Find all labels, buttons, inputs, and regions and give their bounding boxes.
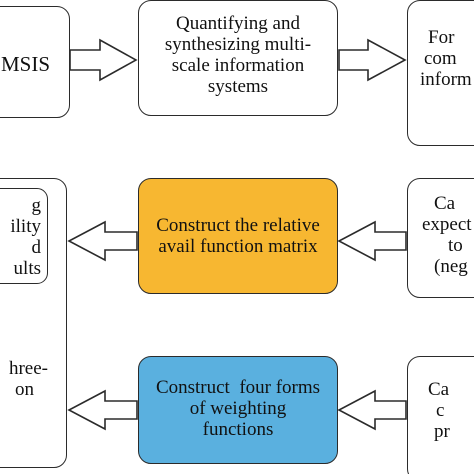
quantify-line-2: synthesizing multi- [164, 34, 312, 55]
left-upper-line-1: g [31, 195, 42, 216]
left-arrow-expectation-to-relative [337, 220, 407, 262]
right-arrow-msis-to-quantify [69, 38, 138, 82]
weighting-line-2: of weighting [189, 398, 287, 419]
left-arrow-right-lower-to-weighting [337, 389, 407, 431]
weighting-line-3: functions [202, 419, 274, 440]
right-lower-text: Ca c pr [428, 379, 450, 442]
expect-line-2: expect [422, 214, 472, 235]
form-line-2: com [424, 48, 457, 69]
right-lower-box: Ca c pr [407, 356, 474, 474]
weighting-functions-box: Construct four forms of weighting functi… [138, 356, 338, 464]
left-arrow-weighting-to-left [67, 389, 138, 431]
expectation-text: Ca expect to (neg [422, 193, 472, 277]
quantify-text: Quantifying and synthesizing multi- scal… [139, 13, 337, 97]
left-lower-text: hree- on [9, 358, 48, 400]
form-box: For com inform [407, 0, 474, 146]
left-lower-line-2: on [15, 379, 34, 400]
right-arrow-quantify-to-form [338, 38, 407, 82]
right-lower-line-2: c [436, 400, 445, 421]
relative-line-1: Construct the relative [156, 215, 320, 236]
msis-box: MSIS [0, 6, 70, 118]
right-lower-line-3: pr [434, 421, 450, 442]
msis-label: MSIS [1, 52, 51, 76]
left-arrow-relative-to-left [67, 220, 138, 262]
left-upper-text: g ility d ults [10, 195, 41, 279]
quantify-line-1: Quantifying and [175, 13, 300, 34]
expect-line-1: Ca [434, 193, 456, 214]
relative-line-2: avail function matrix [158, 236, 318, 257]
quantify-box: Quantifying and synthesizing multi- scal… [138, 0, 338, 116]
relative-avail-box: Construct the relative avail function ma… [138, 178, 338, 294]
expectation-box: Ca expect to (neg [407, 178, 474, 298]
weighting-text: Construct four forms of weighting functi… [139, 377, 337, 440]
form-line-1: For [428, 27, 455, 48]
left-upper-line-3: d [31, 237, 42, 258]
quantify-line-3: scale information [171, 55, 305, 76]
form-text: For com inform [420, 27, 472, 90]
left-lower-line-1: hree- [8, 358, 48, 379]
left-upper-line-2: ility [10, 216, 41, 237]
left-upper-line-4: ults [13, 258, 41, 279]
expect-line-4: (neg [434, 256, 468, 277]
left-upper-box: g ility d ults [0, 188, 48, 284]
relative-avail-text: Construct the relative avail function ma… [139, 215, 337, 257]
left-lower-text-region: hree- on [0, 350, 50, 420]
weighting-line-1: Construct four forms [155, 377, 321, 398]
form-line-3: inform [420, 69, 472, 90]
right-lower-line-1: Ca [428, 379, 450, 400]
quantify-line-4: systems [207, 76, 269, 97]
expect-line-3: to [448, 235, 463, 256]
